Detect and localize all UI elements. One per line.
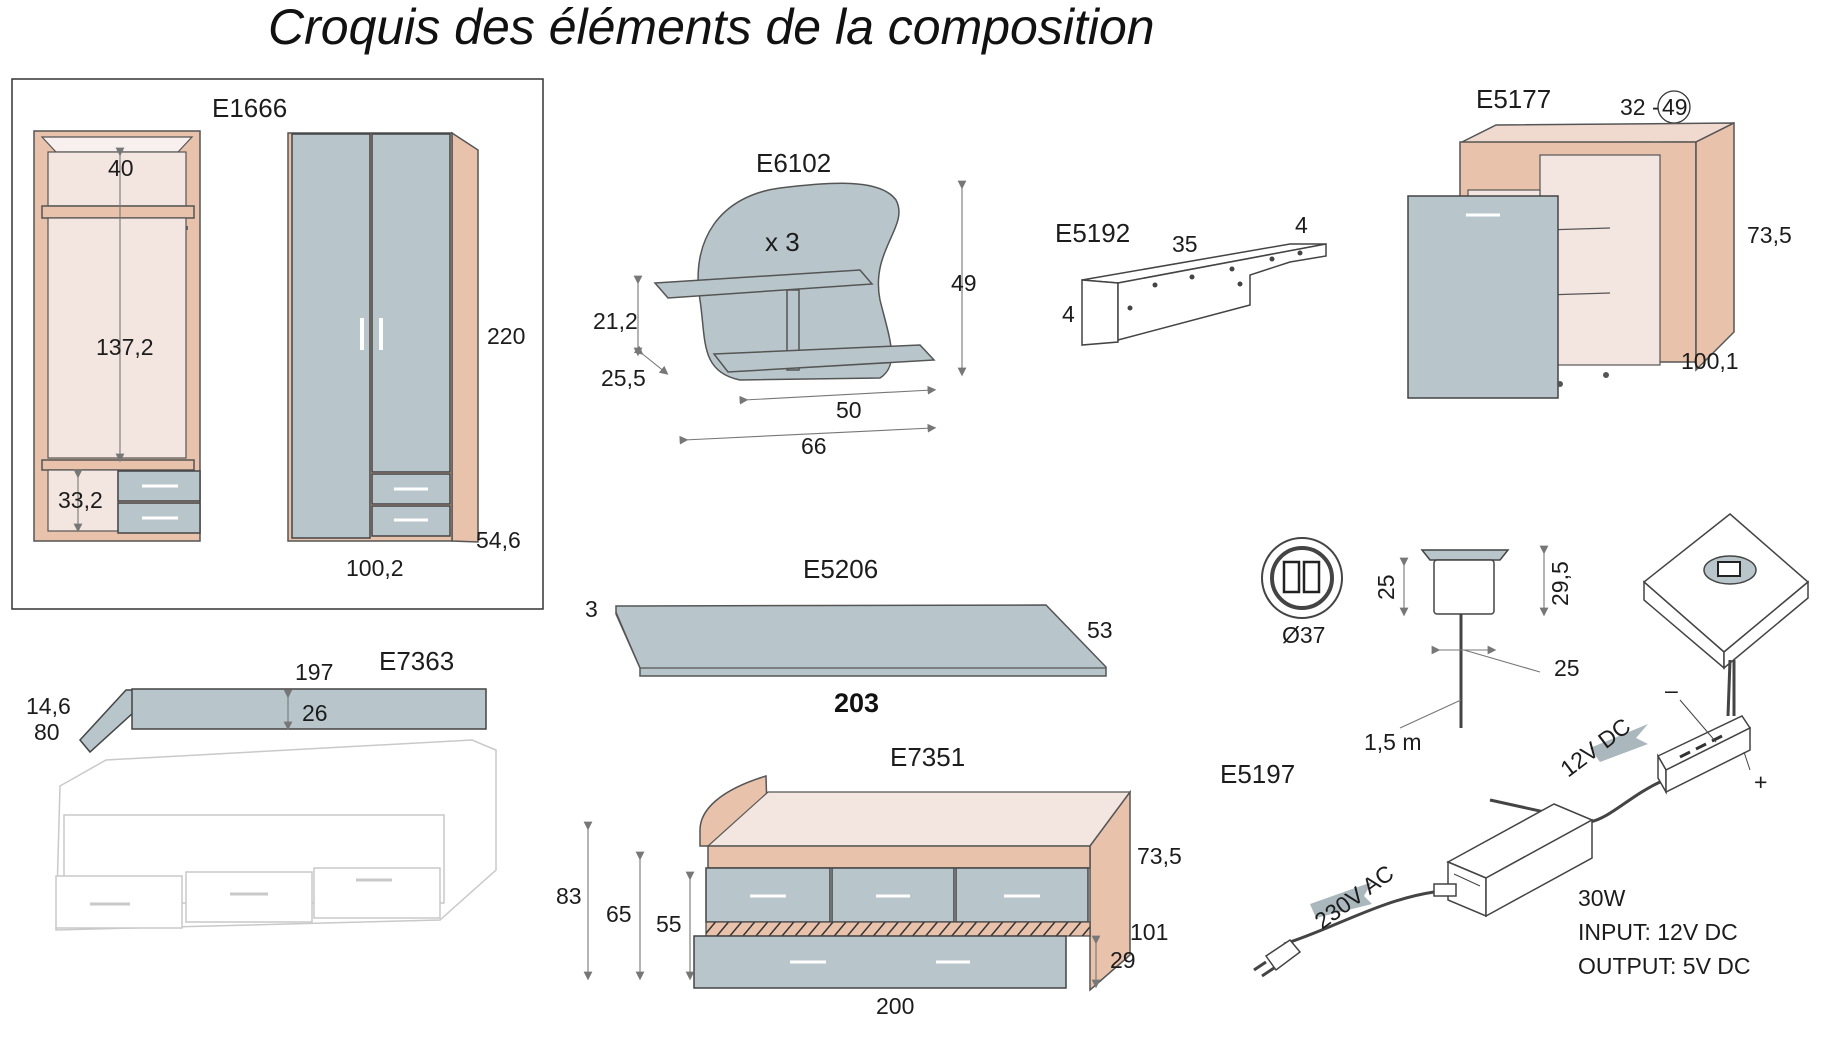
bed-height: 73,5 [1137,843,1182,869]
bed-length: 200 [876,993,914,1019]
bracket-code: E5192 [1055,218,1130,248]
drawer-unit-height: 73,5 [1747,222,1792,248]
ac-label: 230V AC [1310,860,1399,934]
wardrobe-dim-middle: 137,2 [96,334,154,360]
power-rating: 30W [1578,885,1626,911]
bracket-length: 35 [1172,231,1198,257]
usb-socket-diameter: Ø37 [1282,622,1325,648]
usb-socket-side-icon [1433,559,1495,615]
bed-depth: 101 [1130,919,1168,945]
bracket-dim-top: 4 [1295,212,1308,238]
bed-code: E7351 [890,742,965,772]
shelf-dim-height-gap: 21,2 [593,308,638,334]
wardrobe-width: 100,2 [346,555,404,581]
drawer-unit-front [1407,195,1559,399]
shelf-height: 49 [951,270,977,296]
wardrobe-dim-bottom: 33,2 [58,487,103,513]
transformer-icon [1485,818,1593,918]
shelf-qty: x 3 [765,227,800,257]
shelf-width: 66 [801,433,827,459]
shelf-dim-depth: 25,5 [601,365,646,391]
connector-plus: + [1754,769,1767,795]
bed-dim-h3: 55 [656,911,682,937]
output-spec: OUTPUT: 5V DC [1578,953,1751,979]
wardrobe-height: 220 [487,323,525,349]
bed-trundle [693,935,1067,989]
headboard-dim-bottom: 80 [34,719,60,745]
headboard-e7363: E7363 26 197 14,6 80 [26,646,497,931]
bracket-e5192: E5192 35 4 4 [1055,212,1327,346]
wardrobe-frame [11,78,544,610]
bed-dim-h1: 83 [556,883,582,909]
headboard-dim-top: 14,6 [26,693,71,719]
drawer-unit-dim-circled: 49 [1662,94,1688,120]
shelf-e6102: E6102 x 3 21,2 25,5 49 50 66 [593,148,977,459]
drawer-unit-dim-range: 32 - [1620,94,1660,120]
bed-dim-h2: 65 [606,901,632,927]
bed-e7351: E7351 83 65 55 73,5 101 29 200 [556,742,1182,1019]
desktop-code: E5206 [803,554,878,584]
page-title: Croquis des éléments de la composition [268,0,1155,55]
power-plug-icon [1264,939,1302,972]
headboard-height: 26 [302,700,328,726]
drawer-unit-code: E5177 [1476,84,1551,114]
desktop-e5206: E5206 3 53 203 [585,554,1113,718]
connector-minus: – [1665,677,1678,703]
input-spec: INPUT: 12V DC [1578,919,1738,945]
wardrobe-e1666: E1666 40 137,2 33,2 220 100,2 54,6 [11,78,544,610]
drawer-unit-width: 100,1 [1681,348,1739,374]
usb-cable-length: 1,5 m [1364,729,1422,755]
headboard-length: 197 [295,659,333,685]
bed-drawer-height: 29 [1110,947,1136,973]
shelf-dim-inner-width: 50 [836,397,862,423]
wardrobe-dim-top: 40 [108,155,134,181]
usb-kit-e5197: E5197 Ø37 25 29,5 25 1,5 m [1220,513,1810,979]
shelf-code: E6102 [756,148,831,178]
wardrobe-depth: 54,6 [476,527,521,553]
desktop-thickness: 3 [585,596,598,622]
usb-kit-code: E5197 [1220,759,1295,789]
usb-socket-width: 25 [1554,655,1580,681]
desktop-depth: 53 [1087,617,1113,643]
usb-socket-height: 25 [1373,574,1399,600]
drawer-unit-e5177: E5177 32 - 49 73,5 100,1 [1407,84,1792,399]
bracket-dim-side: 4 [1062,301,1075,327]
desktop-length: 203 [834,688,879,718]
usb-socket-total-height: 29,5 [1547,561,1573,606]
wardrobe-code: E1666 [212,93,287,123]
headboard-code: E7363 [379,646,454,676]
